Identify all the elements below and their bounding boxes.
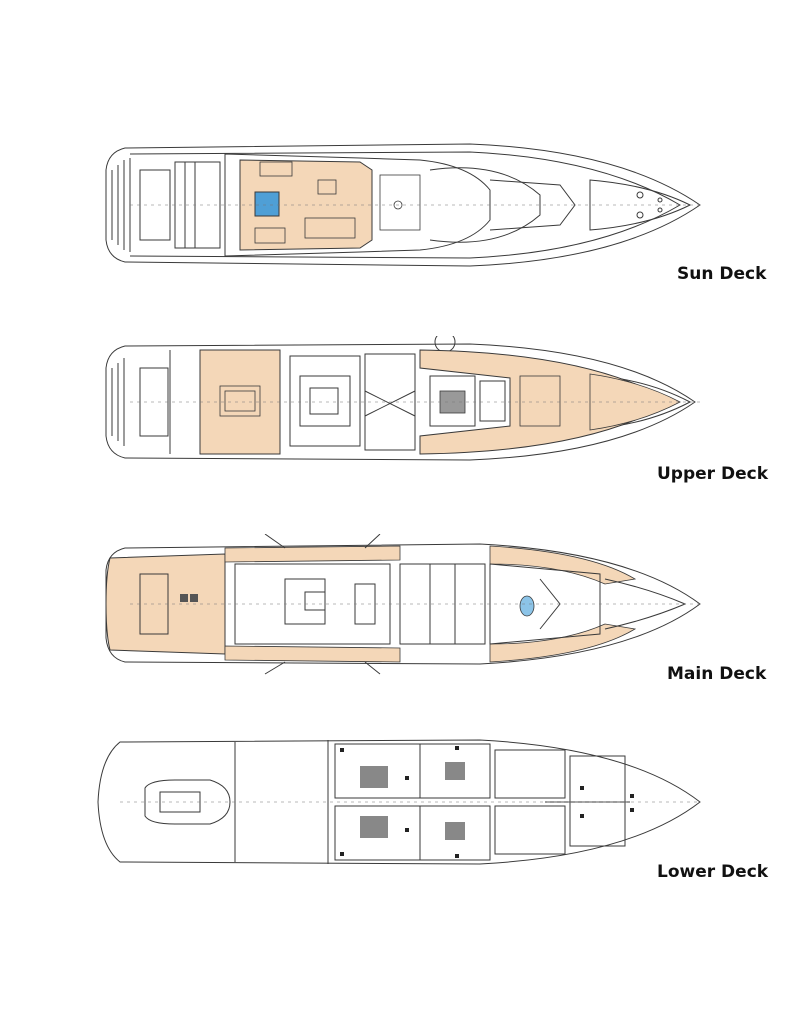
lower-deck-section: Lower Deck — [0, 736, 800, 896]
main-deck-plan — [105, 534, 701, 675]
sun-deck-section: Sun Deck — [0, 140, 800, 300]
upper-deck-aft-lounge — [199, 349, 281, 455]
upper-deck-label: Upper Deck — [657, 464, 768, 484]
main-deck-jacuzzi — [519, 595, 535, 617]
main-deck-section: Main Deck — [0, 534, 800, 694]
upper-deck-plan — [105, 336, 700, 461]
lower-deck-hull — [97, 739, 701, 865]
lower-deck-plan — [97, 739, 701, 865]
lower-deck-tender — [144, 779, 231, 825]
sun-deck-hull — [105, 143, 701, 267]
sun-deck-plan — [105, 143, 701, 267]
upper-deck-section: Upper Deck — [0, 336, 800, 496]
main-deck-label: Main Deck — [667, 664, 767, 684]
sun-deck-label: Sun Deck — [677, 264, 767, 284]
lower-deck-label: Lower Deck — [657, 862, 769, 882]
sun-deck-jacuzzi — [254, 191, 280, 217]
upper-deck-hull — [105, 343, 696, 461]
